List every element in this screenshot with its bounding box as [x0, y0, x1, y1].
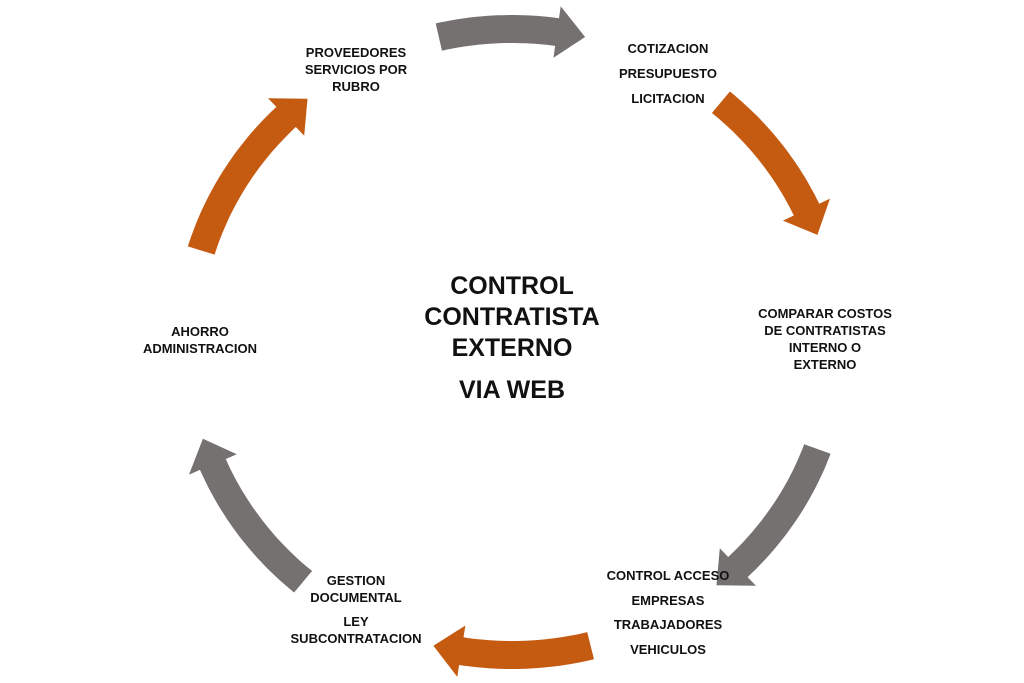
- node-control-acceso-line-3: TRABAJADORES: [613, 617, 723, 632]
- node-proveedores-line-1: PROVEEDORES: [305, 45, 407, 60]
- node-comparar-line-1: COMPARAR COSTOS: [758, 306, 892, 321]
- arrow-gestion-to-ahorro: [189, 438, 313, 593]
- center-title-line-2: CONTRATISTA: [424, 303, 600, 331]
- node-comparar: COMPARAR COSTOS DE CONTRATISTAS INTERNO …: [740, 305, 910, 373]
- node-proveedores-line-2: SERVICIOS POR: [304, 62, 408, 77]
- node-ahorro-line-2: ADMINISTRACION: [142, 341, 258, 356]
- node-proveedores-line-3: RUBRO: [332, 79, 380, 94]
- node-proveedores: PROVEEDORES SERVICIOS POR RUBRO: [276, 44, 436, 95]
- node-control-acceso-line-2: EMPRESAS: [631, 592, 705, 608]
- center-title: CONTROL CONTRATISTA EXTERNO VIA WEB: [392, 271, 632, 406]
- center-title-line-1: CONTROL: [450, 272, 574, 300]
- center-title-line-3: EXTERNO: [451, 334, 573, 362]
- node-gestion: GESTION DOCUMENTAL LEY SUBCONTRATACION: [266, 572, 446, 647]
- center-subtitle: VIA WEB: [458, 376, 566, 404]
- node-cotizacion-line-1: COTIZACION: [627, 41, 709, 56]
- arrow-cotizacion-to-comparar: [711, 91, 830, 235]
- node-comparar-line-4: EXTERNO: [793, 357, 857, 372]
- node-cotizacion-line-2: PRESUPUESTO: [618, 66, 717, 81]
- node-ahorro-line-1: AHORRO: [171, 324, 229, 339]
- node-control-acceso: CONTROL ACCESO EMPRESAS TRABAJADORES VEH…: [588, 564, 748, 662]
- node-control-acceso-line-1: CONTROL ACCESO: [606, 568, 730, 583]
- node-gestion-line-1: GESTION: [326, 573, 386, 588]
- node-gestion-line-3: LEY: [343, 614, 369, 629]
- node-control-acceso-line-4: VEHICULOS: [630, 641, 706, 657]
- node-cotizacion-line-3: LICITACION: [631, 91, 705, 106]
- node-gestion-line-4: SUBCONTRATACION: [290, 631, 422, 646]
- arrow-proveedores-to-cotizacion: [435, 6, 586, 58]
- node-ahorro: AHORRO ADMINISTRACION: [120, 323, 280, 357]
- node-gestion-line-2: DOCUMENTAL: [310, 590, 402, 605]
- arrow-ahorro-to-proveedores: [187, 98, 308, 255]
- node-comparar-line-2: DE CONTRATISTAS: [764, 323, 886, 338]
- arrow-control-acceso-to-gestion: [433, 625, 594, 677]
- node-comparar-line-3: INTERNO O: [788, 340, 862, 355]
- node-cotizacion: COTIZACION PRESUPUESTO LICITACION: [578, 36, 758, 111]
- arrow-comparar-to-control-acceso: [716, 444, 831, 586]
